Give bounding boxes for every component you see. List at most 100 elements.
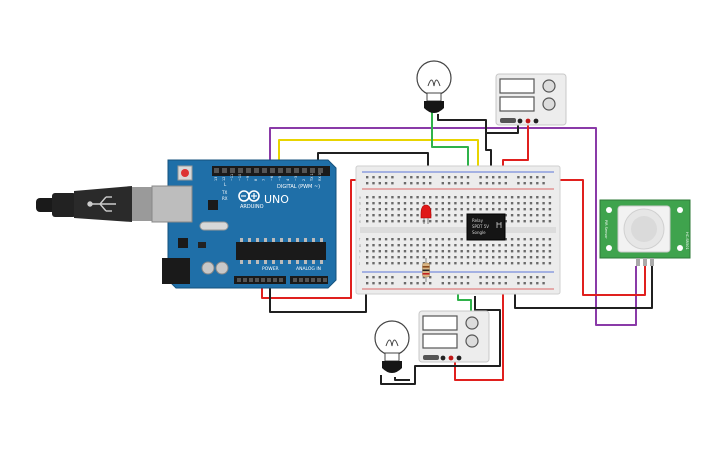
breadboard-hole	[492, 208, 495, 211]
breadboard-hole	[416, 276, 419, 279]
breadboard-hole	[479, 250, 482, 253]
breadboard-hole	[391, 282, 394, 285]
breadboard-hole	[422, 176, 426, 179]
light-bulb-bottom	[374, 320, 410, 373]
breadboard-hole	[366, 202, 369, 205]
breadboard-hole	[454, 276, 457, 279]
digital-pin-label: ~11	[230, 174, 234, 181]
breadboard-hole	[435, 238, 438, 241]
breadboard-hole	[416, 214, 419, 217]
breadboard-hole	[510, 202, 514, 205]
breadboard-hole	[378, 244, 381, 247]
breadboard-hole	[403, 176, 407, 179]
arduino-brand: ARDUINO	[240, 204, 264, 210]
relay-line-3: Songle	[472, 230, 486, 235]
breadboard-hole	[517, 214, 520, 217]
breadboard-hole	[384, 220, 388, 223]
breadboard-hole	[372, 214, 375, 217]
relay-line-1: Relay	[472, 218, 484, 223]
breadboard-hole	[372, 256, 375, 259]
breadboard-hole	[391, 182, 394, 185]
breadboard-hole	[523, 208, 526, 211]
breadboard-hole	[466, 250, 470, 253]
power-header	[234, 276, 286, 284]
breadboard-hole	[410, 214, 413, 217]
breadboard-hole	[460, 208, 463, 211]
digital-pin-label: ~9	[246, 176, 250, 181]
breadboard-hole	[454, 250, 457, 253]
breadboard-hole	[410, 196, 413, 199]
relay-line-2: SPDT 5V	[472, 224, 489, 229]
breadboard-hole	[517, 238, 520, 241]
breadboard-hole	[529, 250, 533, 253]
breadboard-hole	[397, 208, 400, 211]
breadboard-hole	[548, 238, 552, 241]
breadboard-hole	[498, 196, 501, 199]
breadboard-hole	[485, 202, 489, 205]
breadboard-hole	[378, 262, 381, 265]
tx-label: TX	[221, 190, 227, 195]
breadboard-hole	[542, 220, 545, 223]
breadboard-hole	[504, 214, 507, 217]
breadboard-hole	[454, 238, 457, 241]
breadboard-hole	[492, 244, 495, 247]
breadboard-hole	[542, 182, 545, 185]
breadboard-hole	[504, 202, 507, 205]
breadboard-hole	[372, 238, 375, 241]
breadboard-hole	[485, 282, 489, 285]
breadboard-hole	[378, 256, 381, 259]
breadboard-hole	[485, 276, 489, 279]
breadboard-hole	[492, 196, 495, 199]
breadboard-hole	[384, 282, 388, 285]
breadboard-hole	[372, 262, 375, 265]
breadboard-hole	[429, 244, 432, 247]
breadboard-hole	[485, 208, 489, 211]
breadboard-hole	[372, 182, 375, 185]
breadboard-hole	[479, 182, 482, 185]
breadboard-hole	[403, 256, 407, 259]
breadboard-hole	[529, 208, 533, 211]
breadboard-hole	[492, 256, 495, 259]
breadboard-hole	[435, 262, 438, 265]
breadboard-hole	[473, 202, 476, 205]
breadboard-hole	[435, 202, 438, 205]
breadboard-hole	[523, 262, 526, 265]
breadboard-hole	[384, 214, 388, 217]
breadboard-hole	[466, 244, 470, 247]
breadboard-hole	[517, 262, 520, 265]
breadboard-hole	[460, 182, 463, 185]
breadboard-hole	[504, 176, 507, 179]
black-wire-bottom-lamp	[380, 296, 501, 385]
breadboard-hole	[466, 196, 470, 199]
breadboard-hole	[454, 244, 457, 247]
breadboard-hole	[429, 276, 432, 279]
breadboard-hole	[372, 244, 375, 247]
breadboard-hole	[479, 262, 482, 265]
breadboard-hole	[435, 208, 438, 211]
breadboard-hole	[410, 208, 413, 211]
breadboard-hole	[391, 208, 394, 211]
breadboard-hole	[536, 214, 539, 217]
breadboard-hole	[410, 202, 413, 205]
breadboard-hole	[422, 238, 426, 241]
breadboard-hole	[460, 256, 463, 259]
breadboard-hole	[391, 256, 394, 259]
breadboard-hole	[391, 244, 394, 247]
breadboard-hole	[454, 214, 457, 217]
breadboard-hole	[523, 176, 526, 179]
breadboard-hole	[447, 262, 451, 265]
breadboard-hole	[447, 282, 451, 285]
breadboard-hole	[536, 282, 539, 285]
breadboard-hole	[391, 196, 394, 199]
breadboard-hole	[517, 202, 520, 205]
breadboard-hole	[397, 262, 400, 265]
breadboard-hole	[454, 282, 457, 285]
breadboard-hole	[492, 202, 495, 205]
breadboard-hole	[460, 214, 463, 217]
breadboard-hole	[536, 256, 539, 259]
breadboard-hole	[416, 244, 419, 247]
breadboard-hole	[536, 208, 539, 211]
breadboard-hole	[510, 220, 514, 223]
